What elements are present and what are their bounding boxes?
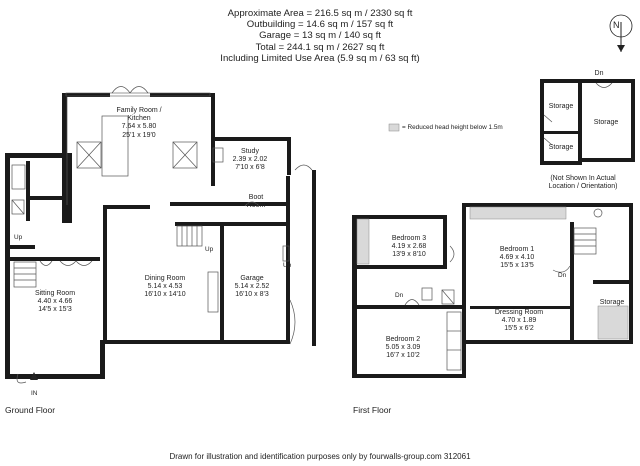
stairs-dn-2: Dn — [558, 272, 567, 279]
stairs-dn-1: Dn — [395, 292, 404, 299]
stairs-up-1: Up — [14, 234, 23, 241]
total-area: Total = 244.1 sq m / 2627 sq ft — [255, 41, 385, 53]
approx-area: Approximate Area = 216.5 sq m / 2330 sq … — [227, 8, 413, 19]
ground-floor-plan — [5, 86, 316, 384]
outbuilding-storage-top: Storage — [548, 103, 574, 110]
limited-use-area: Including Limited Use Area (5.9 sq m / 6… — [220, 52, 420, 64]
first-floor-storage: Storage — [599, 299, 625, 306]
ground-floor-label: Ground Floor — [5, 405, 56, 415]
first-floor-label: First Floor — [353, 405, 392, 415]
north-arrow-icon — [609, 14, 633, 52]
outbuilding-plan — [540, 79, 635, 165]
stairs-up-3: Up — [283, 262, 292, 269]
north-label: N — [613, 20, 620, 30]
outbuilding-storage-bottom: Storage — [548, 144, 574, 151]
legend-reduced-height: = Reduced head height below 1.5m — [402, 124, 503, 131]
outbuilding-dn: Dn — [594, 70, 604, 77]
outbuilding-area: Outbuilding = 14.6 sq m / 157 sq ft — [246, 19, 394, 31]
stairs-up-2: Up — [205, 246, 214, 253]
entrance-label: IN — [31, 390, 38, 397]
disclaimer-footer: Drawn for illustration and identificatio… — [169, 452, 471, 461]
garage-area: Garage = 13 sq m / 140 sq ft — [259, 30, 381, 42]
outbuilding-storage-right: Storage — [593, 119, 619, 126]
first-floor-plan — [352, 203, 633, 378]
reduced-height-swatch — [388, 123, 400, 132]
area-summary: Approximate Area = 216.5 sq m / 2330 sq … — [150, 8, 490, 64]
